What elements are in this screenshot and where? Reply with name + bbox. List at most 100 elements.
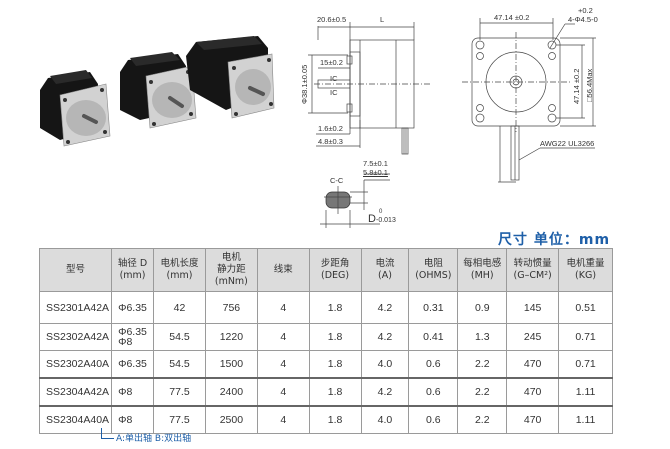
dim-d-tol-lower: -0.013: [376, 217, 396, 224]
cell-torque: 2500: [204, 405, 258, 434]
cell-step: 1.8: [308, 323, 362, 351]
cell-current: 4.0: [360, 405, 410, 434]
cell-shaft: Φ6.35: [111, 291, 155, 324]
header-inductance: 每相电感(MH): [457, 248, 508, 292]
cell-length: 54.5: [153, 350, 206, 379]
cell-torque: 2400: [204, 377, 258, 407]
dim-key-length: 15±0.2: [320, 58, 343, 67]
header-model: 型号: [38, 248, 113, 292]
cell-torque: 756: [204, 291, 258, 324]
dim-section-2: 5.8±0.1: [363, 168, 388, 177]
cell-leads: 4: [256, 405, 310, 434]
cell-shaft: Φ6.35: [111, 350, 155, 379]
cell-inertia: 470: [506, 377, 560, 407]
cell-current: 4.0: [360, 350, 410, 379]
cell-inductance: 2.2: [457, 377, 508, 407]
cell-step: 1.8: [308, 291, 362, 324]
footnote-bracket: [101, 428, 114, 439]
section-label: C-C: [330, 176, 344, 185]
header-weight: 电机重量(KG): [558, 248, 613, 292]
header-inertia: 转动惯量(G–CM²): [506, 248, 560, 292]
stepper-motor-photo: [0, 0, 290, 180]
dim-wire: AWG22 UL3266: [540, 139, 595, 148]
cell-model: SS2304A42A: [38, 377, 113, 407]
dim-hole-tolerance: +0.2: [578, 6, 593, 15]
table-row: SS2301A42A Φ6.35 42 756 4 1.8 4.2 0.31 0…: [38, 291, 613, 324]
cell-leads: 4: [256, 350, 310, 379]
table-header-row: 型号 轴径 D(mm) 电机长度(mm) 电机静力距(mNm) 线束 步距角(D…: [38, 248, 613, 292]
cell-weight: 1.11: [558, 377, 613, 407]
dim-holes: 4-Φ4.5-0: [568, 15, 598, 24]
cell-current: 4.2: [360, 291, 410, 324]
dim-ic-bottom: IC: [330, 88, 338, 97]
cell-weight: 0.71: [558, 323, 613, 351]
cell-model: SS2302A42A: [38, 323, 113, 351]
cell-step: 1.8: [308, 377, 362, 407]
cell-resistance: 0.6: [408, 350, 459, 379]
dim-section-1: 7.5±0.1: [363, 159, 388, 168]
shaft-section-drawing: C-C 7.5±0.1 5.8±0.1 D 0 -0.013: [290, 150, 430, 230]
dim-d-label: D: [368, 213, 376, 225]
front-view-drawing: 47.14 ±0.2 +0.2 4-Φ4.5-0 47.14 ±0.2 □56.…: [450, 0, 670, 200]
cell-length: 42: [153, 291, 206, 324]
dim-ic-top: IC: [330, 74, 338, 83]
cell-inductance: 2.2: [457, 405, 508, 434]
cell-step: 1.8: [308, 405, 362, 434]
header-step-angle: 步距角(DEG): [308, 248, 362, 292]
cell-model: SS2302A40A: [38, 350, 113, 379]
header-resistance: 电阻(OHMS): [408, 248, 459, 292]
dim-length: L: [380, 15, 385, 24]
cell-weight: 1.11: [558, 405, 613, 434]
dim-hole-spacing-h: 47.14 ±0.2: [494, 13, 530, 22]
motor-large: [186, 36, 275, 119]
cell-weight: 0.71: [558, 350, 613, 379]
header-current: 电流(A): [360, 248, 410, 292]
cell-inductance: 2.2: [457, 350, 508, 379]
header-motor-length: 电机长度(mm): [153, 248, 206, 292]
cell-inertia: 145: [506, 291, 560, 324]
cell-current: 4.2: [360, 377, 410, 407]
cell-torque: 1220: [204, 323, 258, 351]
cell-resistance: 0.6: [408, 405, 459, 434]
cell-length: 77.5: [153, 405, 206, 434]
cell-model: SS2301A42A: [38, 291, 113, 324]
cell-shaft: Φ8: [111, 377, 155, 407]
table-row: SS2304A42A Φ8 77.5 2400 4 1.8 4.2 0.6 2.…: [38, 377, 613, 407]
dim-d-tol-upper: 0: [379, 209, 383, 215]
spec-table: 型号 轴径 D(mm) 电机长度(mm) 电机静力距(mNm) 线束 步距角(D…: [38, 248, 613, 434]
dim-body-max: □56.4Max: [585, 68, 594, 102]
table-row: SS2304A40A Φ8 77.5 2500 4 1.8 4.0 0.6 2.…: [38, 405, 613, 434]
cell-inductance: 0.9: [457, 291, 508, 324]
cell-inertia: 245: [506, 323, 560, 351]
cell-inertia: 470: [506, 350, 560, 379]
cell-shaft: Φ8: [111, 405, 155, 434]
cell-leads: 4: [256, 323, 310, 351]
dim-flange-thickness: 4.8±0.3: [318, 137, 343, 146]
cell-model: SS2304A40A: [38, 405, 113, 434]
cell-leads: 4: [256, 291, 310, 324]
cell-resistance: 0.6: [408, 377, 459, 407]
cell-inductance: 1.3: [457, 323, 508, 351]
cell-resistance: 0.41: [408, 323, 459, 351]
header-shaft-diameter: 轴径 D(mm): [111, 248, 155, 292]
units-label: 尺寸 单位：mm: [498, 232, 611, 248]
footnote-text: A:单出轴 B:双出轴: [116, 434, 192, 444]
motor-medium: [120, 52, 197, 129]
dim-flange-front: 20.6±0.5: [317, 15, 347, 24]
cell-length: 77.5: [153, 377, 206, 407]
table-row: SS2302A40A Φ6.35 54.5 1500 4 1.8 4.0 0.6…: [38, 350, 613, 379]
cell-length: 54.5: [153, 323, 206, 351]
cell-torque: 1500: [204, 350, 258, 379]
cell-leads: 4: [256, 377, 310, 407]
dim-pilot-height: 1.6±0.2: [318, 124, 343, 133]
header-holding-torque: 电机静力距(mNm): [204, 248, 258, 292]
cell-step: 1.8: [308, 350, 362, 379]
cell-weight: 0.51: [558, 291, 613, 324]
header-leads: 线束: [256, 248, 310, 292]
side-view-drawing: 20.6±0.5 L 15±0.2 IC IC Φ38.1±0.05 1.6±0…: [290, 0, 450, 160]
motor-small: [40, 70, 111, 147]
dim-pilot-diameter: Φ38.1±0.05: [300, 64, 309, 104]
cell-current: 4.2: [360, 323, 410, 351]
